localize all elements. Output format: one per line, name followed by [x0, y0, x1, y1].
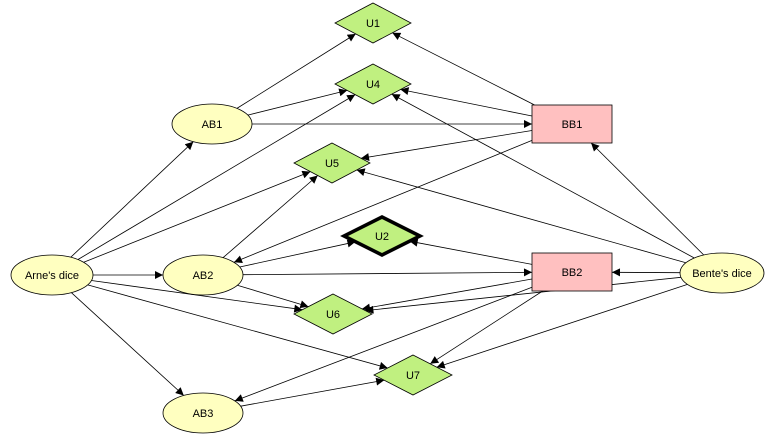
node-label: U2	[375, 231, 389, 243]
node-bente[interactable]: Bente's dice	[679, 252, 765, 294]
edge-ab2-to-u2	[239, 239, 356, 268]
edge-bente-to-bb1	[590, 142, 705, 256]
edge-arne-to-u5	[83, 170, 311, 263]
decision-node-shape[interactable]	[531, 104, 613, 144]
edge-bb2-to-u6	[361, 278, 533, 312]
chance-node-shape[interactable]	[679, 252, 765, 294]
utility-node-shape[interactable]	[293, 142, 371, 184]
edge-bb2-to-u7	[429, 290, 543, 365]
edge-ab2-to-bb2	[242, 268, 533, 277]
node-ab3[interactable]: AB3	[162, 392, 244, 434]
edge-bb1-to-u5	[360, 130, 533, 161]
node-u4[interactable]: U4	[334, 63, 412, 105]
edge-arne-to-u4	[77, 94, 356, 260]
edge-bb1-to-ab2	[233, 140, 533, 263]
node-ab1[interactable]: AB1	[171, 103, 253, 145]
node-label: AB1	[202, 119, 223, 131]
edge-arne-to-ab1	[70, 141, 194, 258]
edge-ab1-to-u4	[247, 88, 348, 116]
node-ab2[interactable]: AB2	[162, 254, 244, 296]
node-label: U6	[326, 309, 340, 321]
node-label: Bente's dice	[692, 268, 752, 280]
node-label: U4	[366, 79, 380, 91]
edge-arne-to-u7	[87, 284, 388, 370]
node-label: U7	[406, 370, 420, 382]
edge-bb2-to-u2	[409, 238, 533, 265]
chance-node-shape[interactable]	[171, 103, 253, 145]
node-u7[interactable]: U7	[373, 354, 453, 396]
node-u2[interactable]: U2	[340, 215, 424, 257]
node-u5[interactable]: U5	[293, 142, 371, 184]
edge-bb2-to-ab3	[234, 286, 533, 402]
edge-bente-to-u7	[436, 284, 688, 369]
edges-layer	[70, 32, 705, 407]
utility-node-shape[interactable]	[293, 293, 373, 335]
edge-arne-to-ab3	[71, 292, 185, 396]
edge-bb1-to-u1	[392, 32, 535, 106]
utility-node-shape[interactable]	[334, 2, 412, 44]
edge-bente-to-u5	[356, 168, 687, 264]
chance-node-shape[interactable]	[162, 254, 244, 296]
edge-bente-to-u4	[391, 93, 695, 259]
node-u6[interactable]: U6	[293, 293, 373, 335]
node-label: BB2	[562, 267, 583, 279]
node-arne[interactable]: Arne's dice	[10, 254, 94, 296]
edge-ab2-to-u5	[222, 175, 318, 259]
node-label: U5	[325, 158, 339, 170]
chance-node-shape[interactable]	[162, 392, 244, 434]
node-label: AB3	[193, 408, 214, 420]
node-bb1[interactable]: BB1	[531, 104, 613, 144]
edge-ab1-to-u1	[236, 33, 356, 109]
decision-node-shape[interactable]	[531, 252, 613, 292]
edge-bente-to-u6	[365, 276, 682, 314]
node-label: U1	[366, 18, 380, 30]
selected-utility-node-shape[interactable]	[340, 215, 424, 257]
edge-bb1-to-u4	[400, 87, 533, 117]
edge-ab2-to-u6	[237, 284, 309, 309]
node-label: AB2	[193, 270, 214, 282]
utility-node-shape[interactable]	[373, 354, 453, 396]
utility-node-shape[interactable]	[334, 63, 412, 105]
node-u1[interactable]: U1	[334, 2, 412, 44]
chance-node-shape[interactable]	[10, 254, 94, 296]
node-bb2[interactable]: BB2	[531, 252, 613, 292]
node-label: Arne's dice	[25, 270, 79, 282]
node-label: BB1	[562, 119, 583, 131]
edge-ab3-to-u7	[240, 377, 385, 407]
